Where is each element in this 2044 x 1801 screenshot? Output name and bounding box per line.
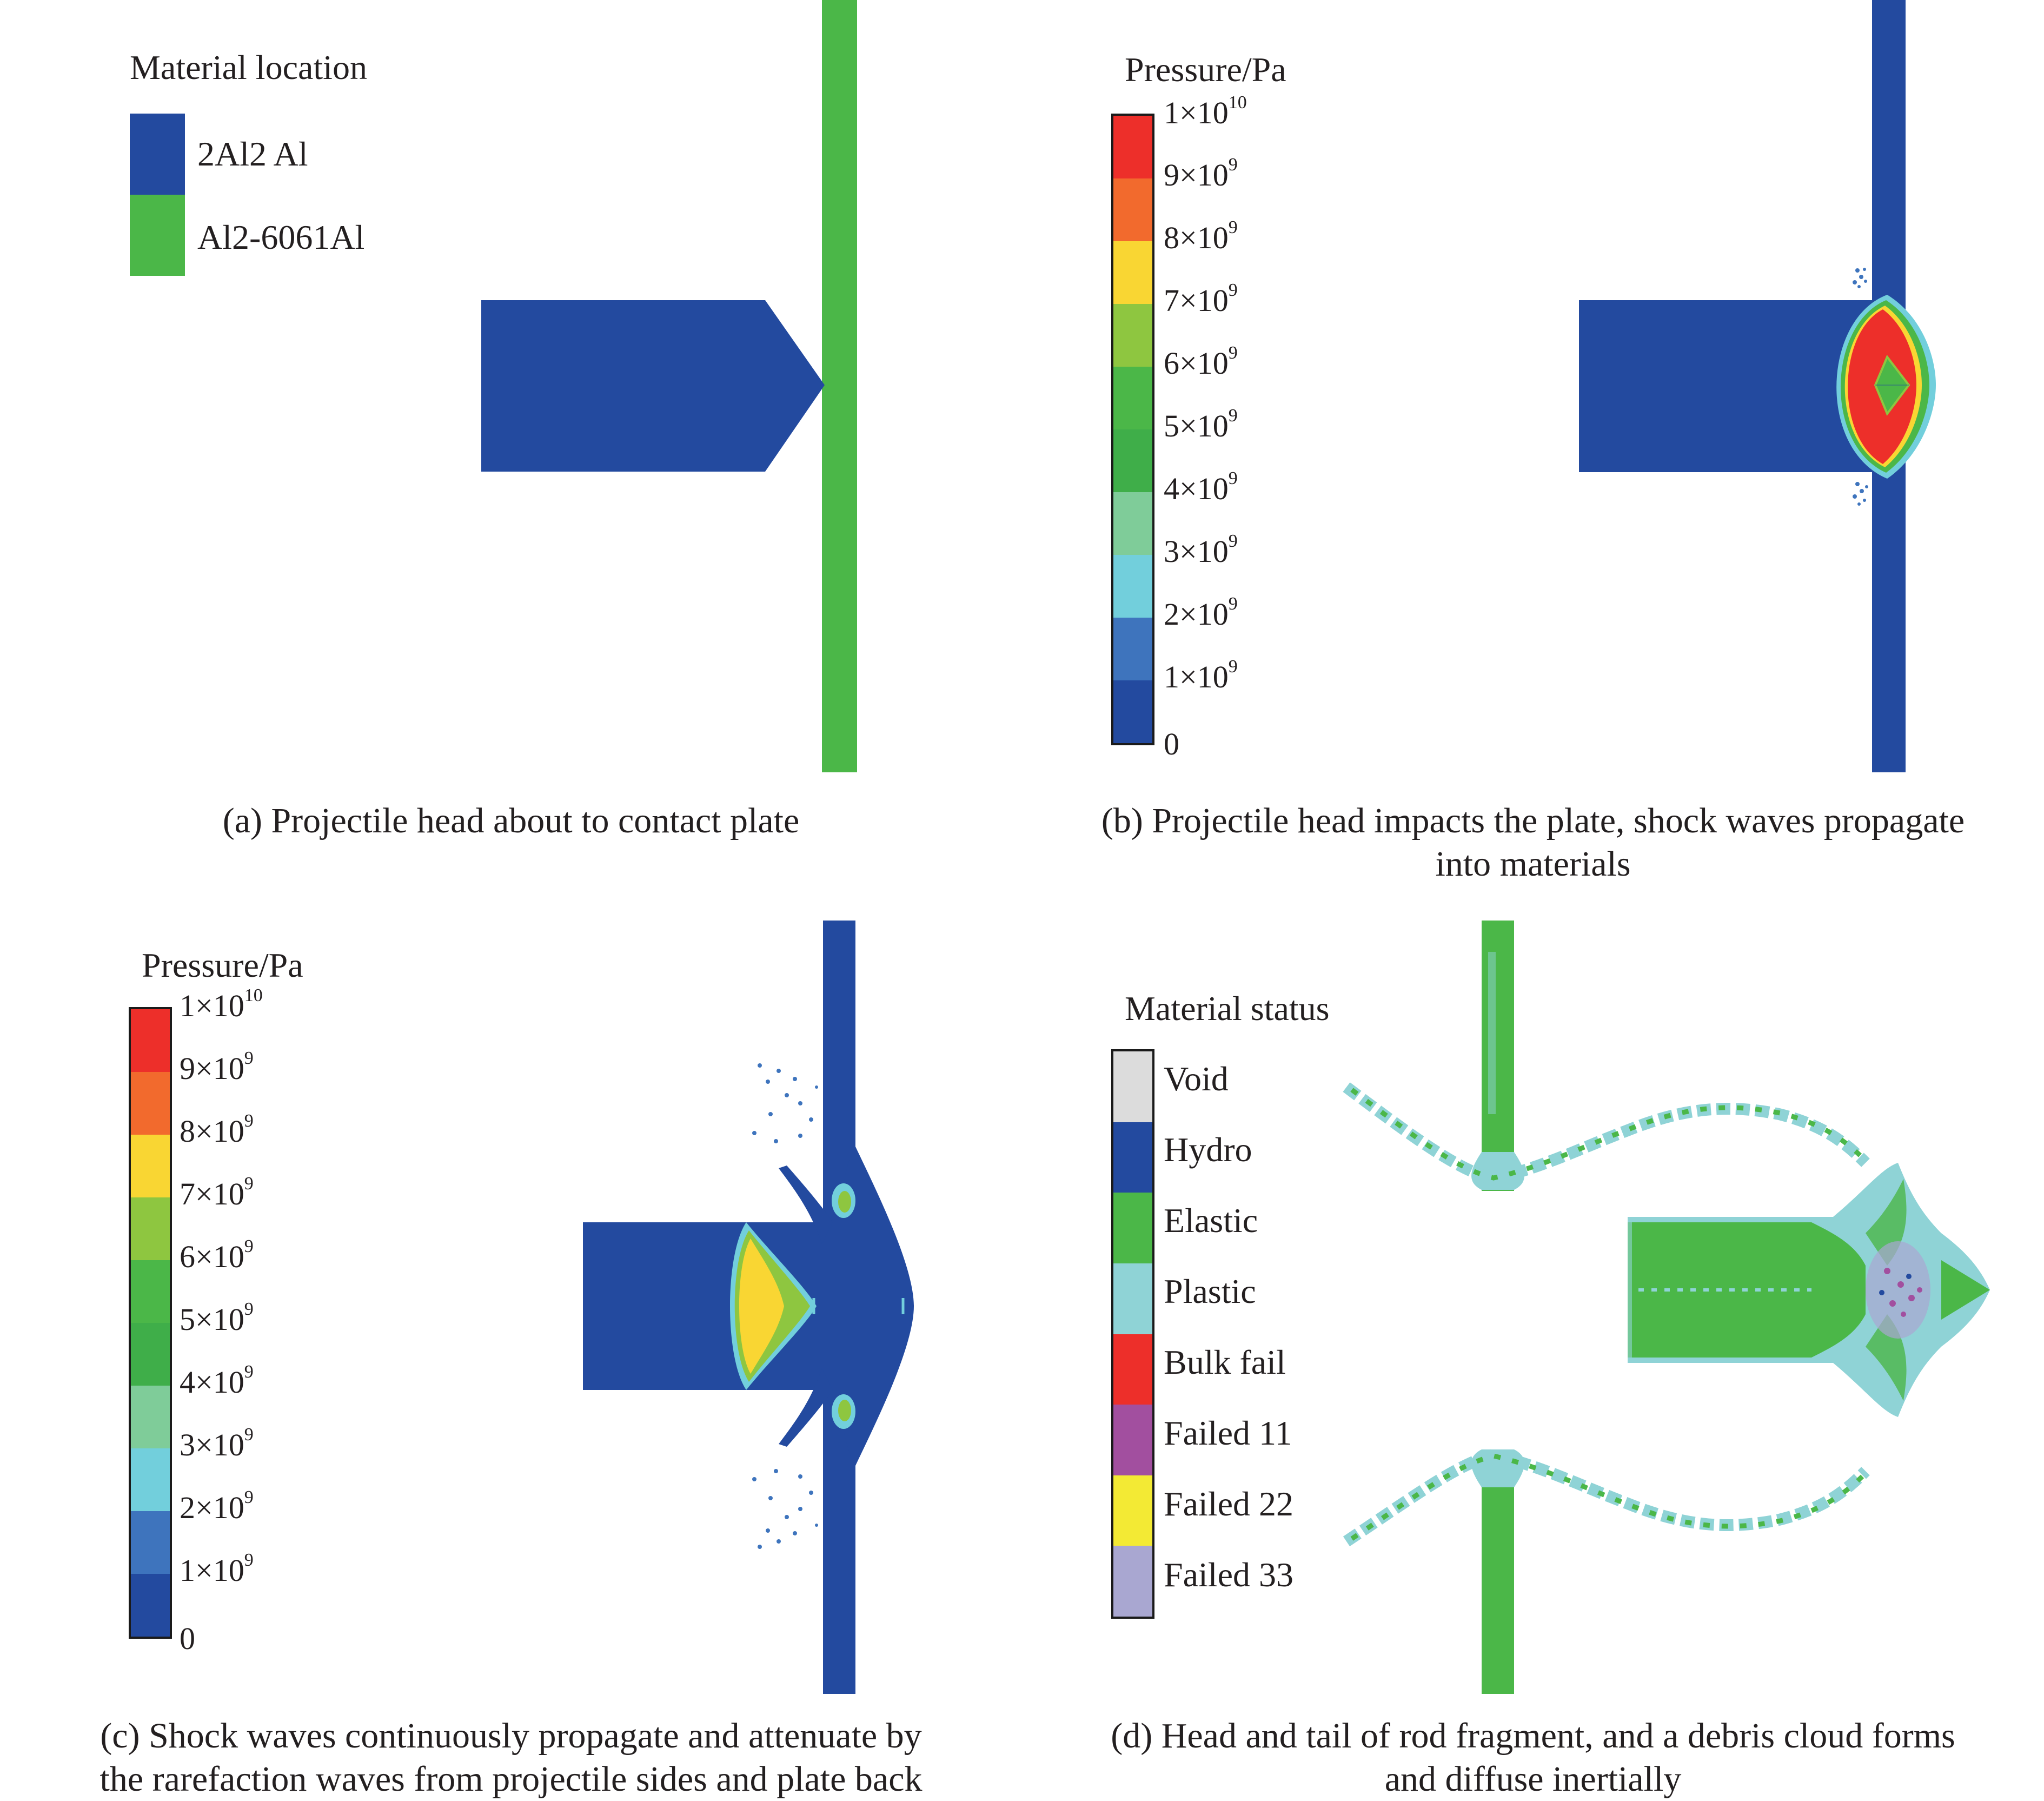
tick-label: 0 — [1164, 726, 1179, 762]
legend-swatch-2al2 — [130, 114, 185, 195]
status-label-failed-11: Failed 11 — [1164, 1414, 1292, 1452]
tick-label: 7×109 — [180, 1174, 254, 1212]
tick-label: 6×109 — [180, 1236, 254, 1275]
tick-label: 8×109 — [180, 1111, 254, 1149]
lower-debris-arc — [1343, 1448, 1870, 1547]
tick-label: 9×109 — [1164, 155, 1238, 193]
tick-label: 1×1010 — [1164, 92, 1247, 131]
plate — [822, 0, 857, 772]
shock-core — [1874, 355, 1910, 416]
projectile — [481, 300, 825, 472]
panel-c-caption-line1: (c) Shock waves continuously propagate a… — [100, 1716, 922, 1756]
status-swatch-bulk-fail — [1113, 1334, 1152, 1405]
status-label-plastic: Plastic — [1164, 1272, 1256, 1310]
tick-label: 5×109 — [1164, 406, 1238, 444]
legend-label-6061: Al2-6061Al — [197, 218, 365, 256]
tick-label: 3×109 — [1164, 531, 1238, 570]
tick-label: 0 — [180, 1621, 195, 1656]
status-swatch-failed-33 — [1113, 1546, 1152, 1617]
panel-b: Pressure/Pa 1×1010 9×109 8×109 7×109 6×1… — [1022, 0, 2044, 887]
spall-debris — [1853, 268, 1868, 506]
panel-d-caption-line2: and diffuse inertially — [1384, 1759, 1682, 1799]
panel-a: Material location 2Al2 Al Al2-6061Al (a)… — [0, 0, 1022, 887]
plate-upper — [1482, 921, 1514, 1191]
status-legend — [1111, 1049, 1154, 1619]
upper-debris-arc — [1343, 1082, 1870, 1186]
pressure-colorbar-c — [129, 1007, 172, 1639]
tick-label: 2×109 — [1164, 594, 1238, 632]
panel-a-legend-title: Material location — [130, 48, 367, 87]
status-label-hydro: Hydro — [1164, 1130, 1252, 1169]
panel-a-caption: (a) Projectile head about to contact pla… — [222, 801, 800, 840]
panel-c-caption-line2: the rarefaction waves from projectile si… — [99, 1759, 923, 1799]
upper-petal — [779, 1166, 833, 1244]
tick-label: 8×109 — [1164, 217, 1238, 256]
shock-cone-yellow — [739, 1239, 784, 1374]
tick-label: 1×109 — [1164, 657, 1238, 695]
panel-d-simulation — [1343, 921, 1990, 1694]
status-swatch-void — [1113, 1051, 1152, 1122]
panel-c: Pressure/Pa 1×1010 9×109 8×109 7×109 6×1… — [0, 887, 1022, 1799]
tick-label: 6×109 — [1164, 343, 1238, 381]
lower-petal — [779, 1368, 833, 1447]
plate-lower — [1482, 1458, 1514, 1694]
tick-label: 9×109 — [180, 1048, 254, 1087]
panel-d: Material status Void Hydro Elastic Plast… — [1022, 887, 2044, 1799]
legend-label-2al2: 2Al2 Al — [197, 135, 308, 173]
tick-label: 1×1010 — [180, 985, 263, 1024]
panel-c-simulation — [583, 921, 914, 1694]
tick-label: 5×109 — [180, 1299, 254, 1337]
status-label-failed-22: Failed 22 — [1164, 1485, 1293, 1523]
status-label-failed-33: Failed 33 — [1164, 1555, 1293, 1594]
panel-d-legend-title: Material status — [1125, 989, 1330, 1028]
panel-c-legend-title: Pressure/Pa — [142, 946, 303, 984]
spall-debris — [752, 1063, 818, 1549]
tick-label: 1×109 — [180, 1550, 254, 1588]
tick-label: 3×109 — [180, 1425, 254, 1463]
status-label-void: Void — [1164, 1060, 1229, 1098]
panel-b-legend-title: Pressure/Pa — [1125, 50, 1286, 89]
status-label-bulk-fail: Bulk fail — [1164, 1343, 1286, 1381]
tick-label: 7×109 — [1164, 280, 1238, 319]
tick-label: 4×109 — [180, 1362, 254, 1400]
panel-b-caption-line1: (b) Projectile head impacts the plate, s… — [1101, 801, 1965, 840]
pressure-colorbar-b — [1111, 114, 1154, 745]
panel-a-simulation — [481, 0, 857, 772]
panel-d-caption-line1: (d) Head and tail of rod fragment, and a… — [1111, 1716, 1955, 1756]
projectile — [1579, 300, 1879, 472]
status-swatch-failed-22 — [1113, 1475, 1152, 1546]
status-swatch-failed-11 — [1113, 1405, 1152, 1475]
panel-b-simulation — [1579, 0, 1936, 772]
legend-swatch-6061 — [130, 195, 185, 276]
tick-label: 2×109 — [180, 1487, 254, 1526]
status-swatch-plastic — [1113, 1263, 1152, 1334]
status-swatch-elastic — [1113, 1193, 1152, 1263]
failure-specks — [1866, 1241, 1930, 1339]
tick-label: 4×109 — [1164, 468, 1238, 507]
status-swatch-hydro — [1113, 1122, 1152, 1193]
status-label-elastic: Elastic — [1164, 1201, 1258, 1240]
panel-b-caption-line2: into materials — [1435, 844, 1631, 884]
